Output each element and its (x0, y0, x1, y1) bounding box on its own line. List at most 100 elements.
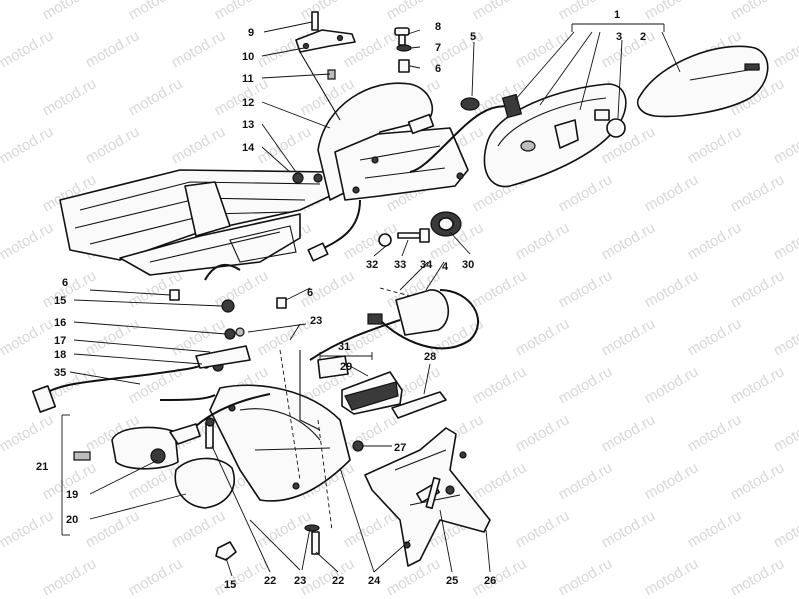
nut-13 (313, 173, 323, 183)
watermark-text: motod.ru (83, 123, 143, 167)
watermark-text: motod.ru (599, 315, 659, 359)
upper-bracket (295, 11, 356, 121)
watermark-text: motod.ru (126, 555, 186, 599)
watermark-text: motod.ru (513, 27, 573, 71)
watermark-text: motod.ru (685, 219, 745, 263)
watermark-text: motod.ru (556, 459, 616, 503)
watermark-text: motod.ru (556, 267, 616, 311)
callout-labels: 1 2 3 4 5 6 6 6 7 8 9 10 11 12 13 14 15 … (36, 9, 646, 591)
callout-20: 20 (66, 514, 78, 526)
callout-5: 5 (470, 31, 476, 43)
fasteners-bottom (205, 417, 320, 561)
watermark-text: motod.ru (642, 171, 702, 215)
callout-32: 32 (366, 259, 378, 271)
callout-6-right: 6 (307, 287, 313, 299)
callout-17: 17 (54, 335, 66, 347)
watermark-text: motod.ru (126, 0, 186, 23)
watermark-text: motod.ru (513, 219, 573, 263)
callout-26: 26 (484, 575, 496, 587)
bracket-31 (319, 352, 373, 360)
watermark-text: motod.ru (685, 123, 745, 167)
watermark-text: motod.ru (771, 507, 799, 551)
screw-33 (397, 228, 430, 243)
watermark-text: motod.ru (470, 363, 530, 407)
watermark-text: motod.ru (513, 315, 573, 359)
rear-subframe (59, 169, 331, 276)
callout-28: 28 (424, 351, 436, 363)
watermark-text: motod.ru (728, 0, 788, 23)
watermark-text: motod.ru (470, 555, 530, 599)
watermark-text: motod.ru (513, 507, 573, 551)
watermark-text: motod.ru (771, 411, 799, 455)
watermark-text: motod.ru (0, 219, 56, 263)
watermark-text: motod.ru (384, 0, 444, 23)
callout-1: 1 (614, 9, 620, 21)
watermark-text: motod.ru (341, 507, 401, 551)
watermark-text: motod.ru (771, 219, 799, 263)
watermark-text: motod.ru (728, 363, 788, 407)
watermark-text: motod.ru (470, 0, 530, 23)
watermark-text: motod.ru (83, 315, 143, 359)
watermark-text: motod.ru (599, 27, 659, 71)
license-plate-holder-26 (364, 427, 491, 567)
lens-2 (636, 45, 769, 118)
watermark-text: motod.ru (169, 27, 229, 71)
callout-22-right: 22 (332, 575, 344, 587)
watermark-text: motod.ru (0, 123, 56, 167)
watermark-text: motod.ru (556, 363, 616, 407)
callout-33: 33 (394, 259, 406, 271)
watermark-text: motod.ru (728, 555, 788, 599)
callout-27: 27 (394, 442, 406, 454)
callout-14: 14 (242, 142, 255, 154)
callout-31: 31 (338, 341, 350, 353)
callout-18: 18 (54, 349, 66, 361)
watermark-text: motod.ru (771, 123, 799, 167)
right-turn-signal (309, 287, 480, 361)
watermark-text: motod.ru (728, 267, 788, 311)
watermark-text: motod.ru (212, 555, 272, 599)
watermark-text: motod.ru (771, 315, 799, 359)
callout-6-top: 6 (435, 63, 441, 75)
watermark-text: motod.ru (255, 123, 315, 167)
watermark-text: motod.ru (513, 411, 573, 455)
fasteners-left (169, 289, 287, 372)
watermark-text: motod.ru (556, 555, 616, 599)
callout-35: 35 (54, 367, 66, 379)
watermark-text: motod.ru (470, 267, 530, 311)
callout-6-left: 6 (62, 277, 68, 289)
left-turn-signal (73, 393, 271, 509)
callout-15-bottom: 15 (224, 579, 236, 591)
watermark-text: motod.ru (298, 555, 358, 599)
bracket-1 (571, 23, 665, 32)
washer-32 (378, 233, 392, 247)
grommet-5 (460, 97, 480, 111)
watermark-text: motod.ru (599, 411, 659, 455)
watermark-text: motod.ru (212, 0, 272, 23)
watermark-text: motod.ru (642, 267, 702, 311)
watermark-text: motod.ru (0, 315, 56, 359)
watermark-text: motod.ru (169, 507, 229, 551)
license-light-29 (317, 355, 403, 415)
watermark-text: motod.ru (599, 219, 659, 263)
watermark-text: motod.ru (642, 363, 702, 407)
watermark-text: motod.ru (83, 507, 143, 551)
license-bracket-24 (209, 349, 351, 531)
callout-8: 8 (435, 21, 441, 33)
watermark-text: motod.ru (470, 459, 530, 503)
watermark-text: motod.ru (685, 315, 745, 359)
watermark-text: motod.ru (40, 0, 100, 23)
callout-23-mid: 23 (310, 315, 322, 327)
bracket-21 (61, 414, 70, 536)
callout-13: 13 (242, 119, 254, 131)
callout-34: 34 (420, 259, 433, 271)
watermark-text: motod.ru (126, 75, 186, 119)
watermark-text: motod.ru (40, 555, 100, 599)
connector (307, 242, 329, 262)
watermark-text: motod.ru (255, 315, 315, 359)
callout-29: 29 (340, 361, 352, 373)
watermark-text: motod.ru (771, 27, 799, 71)
watermark-text: motod.ru (83, 27, 143, 71)
callout-30: 30 (462, 259, 474, 271)
watermark-text: motod.ru (0, 27, 56, 71)
